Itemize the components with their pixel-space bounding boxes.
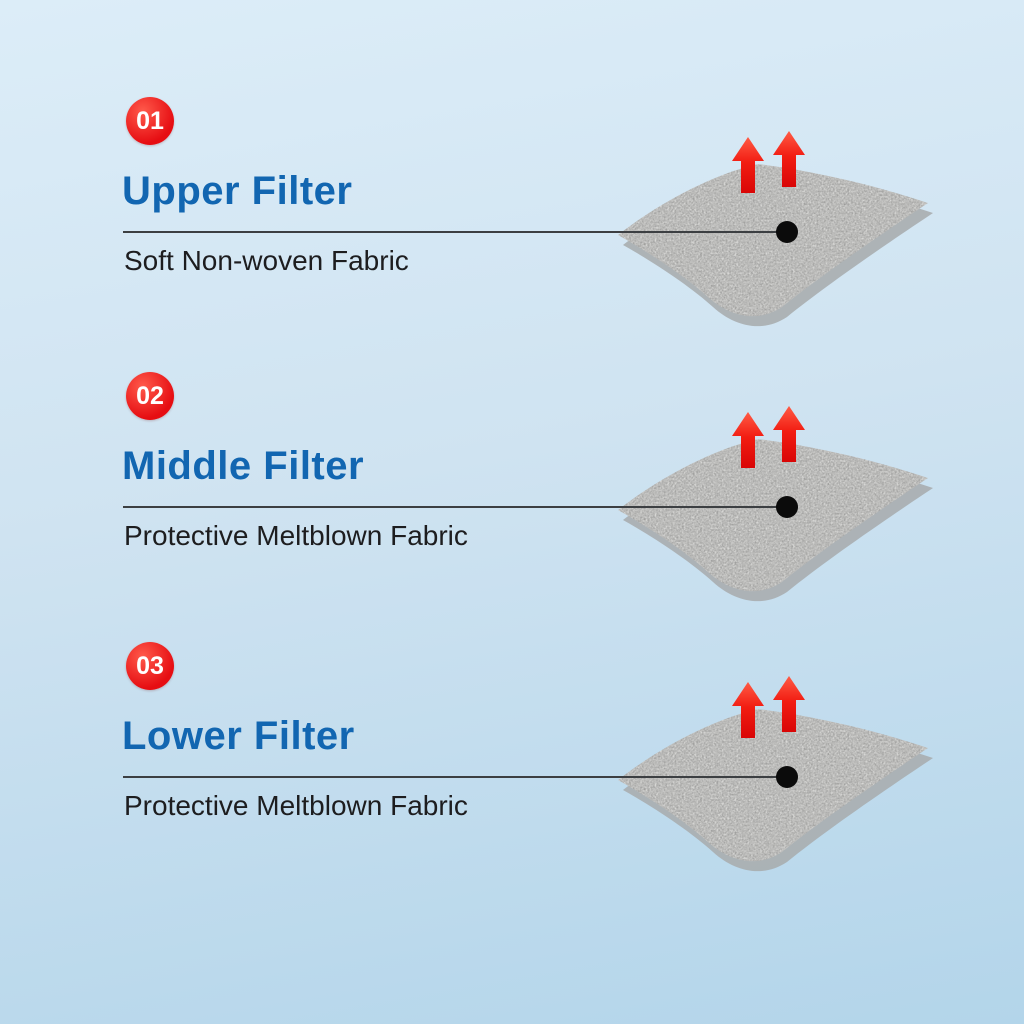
step-section-upper-filter: 01 Upper Filter Soft Non-woven Fabric (0, 85, 1024, 377)
connector-line (123, 776, 787, 778)
connector-line (123, 231, 787, 233)
step-section-lower-filter: 03 Lower Filter Protective Meltblown Fab… (0, 630, 1024, 922)
connector-line (123, 506, 787, 508)
connector-dot (776, 766, 798, 788)
step-description: Soft Non-woven Fabric (124, 245, 409, 276)
step-title: Upper Filter (122, 169, 353, 213)
step-title: Lower Filter (122, 714, 355, 758)
step-number-badge: 03 (126, 642, 174, 690)
step-number-badge: 01 (126, 97, 174, 145)
step-description: Protective Meltblown Fabric (124, 790, 468, 821)
step-number-badge: 02 (126, 372, 174, 420)
connector-dot (776, 496, 798, 518)
step-number: 01 (136, 106, 164, 135)
step-number: 02 (136, 381, 164, 410)
connector-dot (776, 221, 798, 243)
step-title: Middle Filter (122, 444, 365, 488)
step-description: Protective Meltblown Fabric (124, 520, 468, 551)
step-number: 03 (136, 651, 164, 680)
step-section-middle-filter: 02 Middle Filter Protective Meltblown Fa… (0, 360, 1024, 652)
